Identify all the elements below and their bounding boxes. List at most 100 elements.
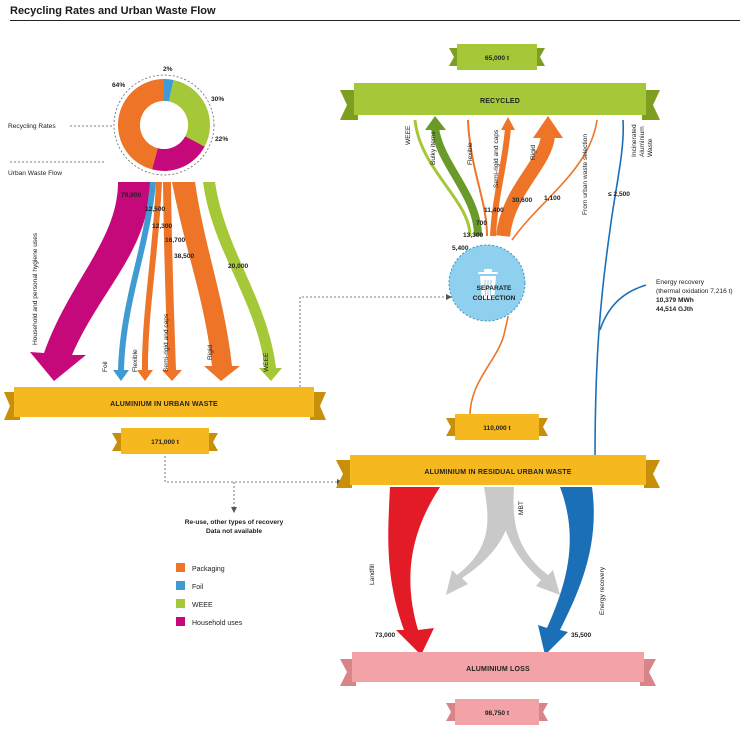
stream-label-urban-selection: From urban waste selection (582, 134, 589, 215)
household-value: 79,900 (121, 192, 142, 199)
energy-value: 35,500 (571, 632, 592, 639)
weee-arrow (203, 182, 282, 381)
recycled-banner: RECYCLED (340, 83, 660, 120)
stream-label-rigid: Rigid (530, 145, 537, 160)
collection-dashed-link (299, 296, 446, 387)
legend-swatch-household-uses (176, 617, 185, 626)
weee-label: WEEE (263, 352, 270, 372)
bulky-stream (431, 127, 482, 237)
loss-banner: ALUMINIUM LOSS (340, 652, 656, 686)
urban-waste-label: ALUMINIUM IN URBAN WASTE (110, 401, 218, 408)
urban-waste-banner: ALUMINIUM IN URBAN WASTE (4, 387, 326, 420)
urban-selection-stream (511, 119, 598, 241)
recycling-donut: 64% 2% 30% 22% Recycling Rates Urban Was… (8, 66, 228, 177)
donut-label-foil: 2% (163, 66, 173, 73)
donut-slices (118, 79, 210, 171)
urban-waste-total-label: 171,000 t (151, 439, 180, 446)
semirigid-value: 16,700 (165, 237, 186, 244)
incinerated-line2: Aluminium (639, 126, 646, 157)
legend-swatch-foil (176, 581, 185, 590)
legend-label-household-uses: Household uses (192, 620, 243, 627)
weee-stream (413, 119, 472, 237)
energy-label: Energy recovery (599, 566, 606, 615)
stream-label-bulky: Bulky items (430, 131, 437, 165)
collection-line2: COLLECTION (473, 295, 516, 302)
loss-total: 98,750 t (446, 699, 548, 725)
energy-recovery-link (599, 284, 647, 331)
stream-label-weee: WEEE (405, 125, 412, 145)
semirigid-label: Semi-rigid and caps (163, 313, 170, 372)
stream-label-flexible: Flexible (467, 142, 474, 165)
donut-slice-packaging (118, 79, 164, 170)
foil-label: Foil (102, 361, 109, 372)
title-rule (10, 20, 740, 21)
recycled-total: 65,000 t (449, 44, 545, 70)
urban-waste-total: 171,000 t (112, 428, 218, 454)
flexible-value: 12,300 (152, 223, 173, 230)
legend-label-foil: Foil (192, 584, 204, 591)
semirigid-arrow (162, 182, 182, 381)
incinerated-stream (594, 119, 625, 461)
rigid-value: 38,500 (174, 253, 195, 260)
urban-inputs: 79,900 12,500 12,300 16,700 38,500 20,00… (30, 182, 282, 381)
stream-value-urban-selection: 1,100 (544, 195, 561, 202)
donut-label-weee: 30% (211, 96, 224, 103)
energy-note-line2: (thermal oxidation 7,216 t) (656, 288, 733, 295)
residual-total: 110,000 t (446, 414, 548, 440)
flexible-arrow (137, 182, 162, 381)
legend-label-weee: WEEE (192, 602, 213, 609)
rigid-label: Rigid (207, 345, 214, 360)
energy-arrow (538, 487, 594, 655)
stream-label-incinerated: Incinerated Aluminium Waste (631, 124, 654, 157)
household-arrow (30, 182, 150, 381)
reuse-line1: Re-use, other types of recovery (185, 519, 284, 526)
bin-icon (478, 269, 498, 300)
mbt-arrow-right (496, 487, 560, 595)
legend-swatch-packaging (176, 563, 185, 572)
donut-slice-household-uses (152, 136, 205, 171)
flexible-label: Flexible (132, 349, 139, 372)
collection-line1: SEPARATE (477, 285, 513, 292)
stream-value-rigid: 30,600 (512, 197, 533, 204)
residual-total-label: 110,000 t (483, 425, 511, 432)
stream-value-weee: 5,400 (452, 245, 469, 252)
legend-label-packaging: Packaging (192, 566, 225, 573)
weee-value: 20,000 (228, 263, 249, 270)
rigid-arrow (172, 182, 240, 381)
energy-note-line3: 10,379 MWh (656, 297, 694, 304)
loss-total-label: 98,750 t (485, 710, 510, 717)
donut-label-household: 22% (215, 136, 228, 143)
rigid-stream (496, 134, 555, 238)
landfill-label: Landfill (369, 564, 376, 585)
recycled-label: RECYCLED (480, 98, 520, 105)
residual-banner: ALUMINIUM IN RESIDUAL URBAN WASTE (336, 455, 660, 488)
donut-hole (140, 101, 188, 149)
flexible-stream (467, 119, 488, 237)
stream-value-bulky: 13,300 (463, 232, 484, 239)
foil-value: 12,500 (145, 206, 166, 213)
residual-flows (388, 487, 594, 655)
donut-label-packaging: 64% (112, 82, 125, 89)
stream-label-semirigid: Semi-rigid and caps (493, 129, 500, 188)
residual-to-collection (469, 315, 509, 421)
landfill-value: 73,000 (375, 632, 396, 639)
semirigid-stream (490, 127, 511, 237)
stream-value-incinerated: ≤ 2,500 (608, 191, 630, 198)
stream-value-semirigid: 11,400 (484, 207, 504, 214)
energy-note-line1: Energy recovery (656, 279, 705, 286)
donut-slice-weee (168, 80, 210, 147)
separate-collection: SEPARATE COLLECTION (448, 244, 526, 322)
energy-note-line4: 44,514 GJth (656, 306, 693, 313)
residual-label: ALUMINIUM IN RESIDUAL URBAN WASTE (424, 469, 571, 476)
residual-dashed-link (164, 456, 337, 483)
urban-flow-label: Urban Waste Flow (8, 170, 62, 177)
mbt-arrow-left (446, 487, 513, 595)
recycled-total-label: 65,000 t (485, 55, 510, 62)
legend-swatch-weee (176, 599, 185, 608)
stream-value-flexible: 700 (476, 220, 487, 227)
page-title: Recycling Rates and Urban Waste Flow (10, 5, 216, 17)
landfill-arrow (388, 487, 440, 655)
reuse-line2: Data not available (206, 528, 262, 535)
